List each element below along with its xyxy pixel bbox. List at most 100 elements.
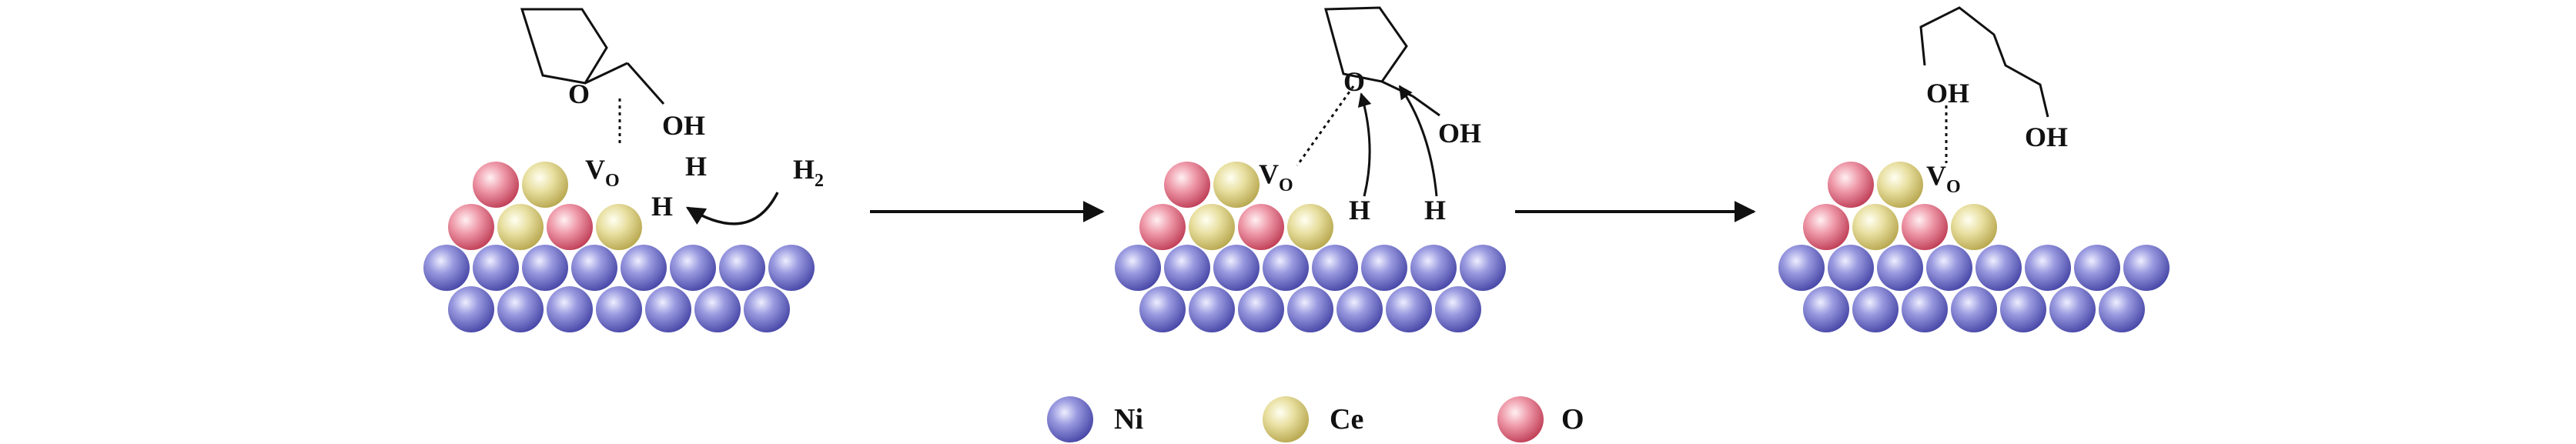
hydrogen-atom-label: H	[651, 191, 673, 222]
hydrogen-atom-label: H	[1424, 195, 1446, 225]
ni-atom	[2025, 245, 2071, 291]
ni-atom	[2074, 245, 2120, 291]
ce-atom	[1951, 204, 1997, 250]
o-atom	[1164, 162, 1210, 208]
ni-atom	[621, 245, 667, 291]
ni-atom	[1877, 245, 1923, 291]
ni-atom	[1926, 245, 1972, 291]
ce-atom	[522, 162, 568, 208]
ni-atom	[1460, 245, 1506, 291]
hydrogen-atom-label: H	[685, 151, 707, 182]
ni-atom	[522, 245, 568, 291]
ni-atom	[1975, 245, 2022, 291]
legend-o-label: O	[1561, 403, 1584, 436]
legend-ce-label: Ce	[1330, 403, 1363, 436]
ni-atom	[1337, 286, 1383, 332]
ni-atom	[768, 245, 815, 291]
ni-atom	[744, 286, 790, 332]
ce-atom	[1852, 204, 1899, 250]
ni-atom	[1951, 286, 1997, 332]
adsorption-dotted-bond	[1296, 85, 1355, 166]
hydrogen-gas-label: H2	[793, 154, 824, 191]
ring-oxygen-label: O	[1343, 66, 1365, 97]
ni-atom	[1852, 286, 1899, 332]
panel-2-ring-opening: O OH VO H H	[1259, 6, 1481, 225]
ni-atom	[1828, 245, 1874, 291]
ni-atom	[1410, 245, 1457, 291]
ni-atom	[1189, 286, 1235, 332]
ni-atom	[596, 286, 642, 332]
legend: Ni Ce O	[1047, 396, 1584, 442]
ni-atom	[2049, 286, 2096, 332]
legend-o-swatch	[1497, 396, 1544, 442]
ni-atom	[719, 245, 765, 291]
vacancy-label: VO	[1259, 159, 1293, 195]
hydrogen-transfer-arrow	[1357, 92, 1372, 197]
ce-atom	[1287, 204, 1333, 250]
hydroxyl-label: OH	[2025, 122, 2068, 152]
o-atom	[1139, 204, 1186, 250]
o-atom	[1803, 204, 1849, 250]
vacancy-label: VO	[585, 154, 620, 191]
atom-layer	[423, 162, 2170, 332]
ni-atom	[423, 245, 470, 291]
vacancy-label: VO	[1926, 160, 1961, 197]
hydroxyl-label: OH	[1926, 78, 1969, 108]
ni-atom	[670, 245, 716, 291]
ring-oxygen-label: O	[568, 78, 590, 109]
thf-ring	[1324, 6, 1408, 83]
ce-atom	[596, 204, 642, 250]
ni-atom	[1213, 245, 1260, 291]
ni-atom	[1902, 286, 1948, 332]
ni-atom	[473, 245, 519, 291]
ni-atom	[1386, 286, 1432, 332]
thf-ring	[520, 8, 608, 85]
ni-atom	[1287, 286, 1333, 332]
panel-1-adsorption: O OH VO H H H2	[520, 8, 824, 225]
ce-atom	[1213, 162, 1260, 208]
hydroxyl-label: OH	[1438, 118, 1481, 149]
ce-atom	[1189, 204, 1235, 250]
ni-atom	[1164, 245, 1210, 291]
ni-atom	[1778, 245, 1825, 291]
hydrogen-transfer-arrow	[1398, 85, 1438, 197]
ni-atom	[1435, 286, 1481, 332]
ce-atom	[1877, 162, 1923, 208]
o-atom	[473, 162, 519, 208]
ni-atom	[571, 245, 617, 291]
ni-atom	[448, 286, 494, 332]
ni-atom	[1115, 245, 1161, 291]
oh-bond	[626, 62, 665, 105]
ni-atom	[2000, 286, 2046, 332]
ni-atom	[645, 286, 691, 332]
oh-bond	[1412, 95, 1440, 117]
panel-3-product: OH OH VO	[1919, 6, 2068, 197]
ch2-bond	[1381, 80, 1413, 98]
legend-ni-swatch	[1047, 396, 1093, 442]
ni-atom	[2123, 245, 2170, 291]
ni-atom	[1803, 286, 1849, 332]
ni-atom	[547, 286, 593, 332]
o-atom	[448, 204, 494, 250]
legend-ce-swatch	[1263, 396, 1309, 442]
o-atom	[1902, 204, 1948, 250]
ni-atom	[694, 286, 741, 332]
ce-atom	[497, 204, 544, 250]
h2-dissociation-arrow	[685, 192, 779, 225]
ni-atom	[1263, 245, 1309, 291]
ni-atom	[497, 286, 544, 332]
legend-ni-label: Ni	[1114, 403, 1143, 436]
hydroxyl-label: OH	[662, 110, 705, 141]
ni-atom	[1139, 286, 1186, 332]
o-atom	[1238, 204, 1284, 250]
hydrogen-atom-label: H	[1349, 195, 1370, 225]
ni-atom	[2099, 286, 2145, 332]
o-atom	[547, 204, 593, 250]
ni-atom	[1238, 286, 1284, 332]
ch2-bond	[584, 62, 628, 85]
o-atom	[1828, 162, 1874, 208]
ni-atom	[1361, 245, 1407, 291]
pentanediol-chain	[1919, 6, 2049, 118]
ni-atom	[1312, 245, 1358, 291]
